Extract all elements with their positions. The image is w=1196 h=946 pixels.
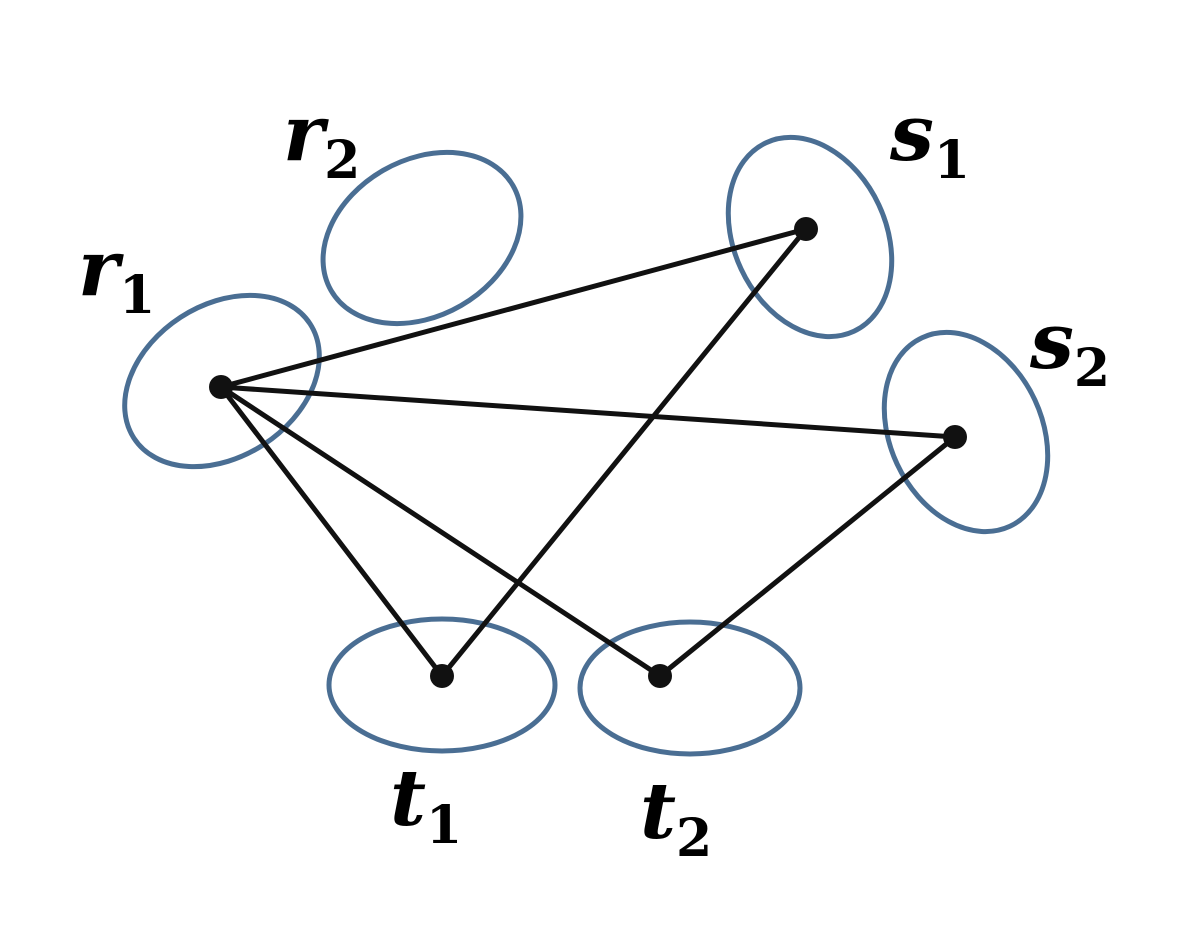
vertex-labels: r2 r1 s1 s2 t1 t2 (78, 88, 1110, 869)
ellipse-t2 (577, 619, 803, 757)
edge-r1-t1 (218, 384, 445, 679)
label-r1: r1 (78, 223, 155, 326)
node-r1 (209, 375, 233, 399)
ellipse-s1 (725, 134, 895, 340)
edge-r1-t2 (218, 384, 663, 679)
vertex-ellipses (122, 134, 1051, 757)
ellipse-t1 (326, 616, 558, 754)
graph-edges (218, 226, 958, 679)
label-t1: t1 (390, 753, 462, 856)
label-t2: t2 (640, 766, 712, 869)
ellipse-r2 (320, 149, 524, 327)
edge-r1-s2 (218, 384, 958, 440)
ellipse-s2 (881, 329, 1051, 535)
node-t2 (648, 664, 672, 688)
edge-r1-s1 (218, 226, 809, 390)
label-r2: r2 (283, 88, 360, 191)
label-s1: s1 (889, 88, 970, 191)
edge-t2-s2 (657, 434, 958, 679)
node-t1 (430, 664, 454, 688)
edge-t1-s1 (439, 226, 809, 679)
node-s1 (794, 217, 818, 241)
graph-nodes (209, 217, 967, 688)
label-s2: s2 (1029, 296, 1110, 399)
node-s2 (943, 425, 967, 449)
